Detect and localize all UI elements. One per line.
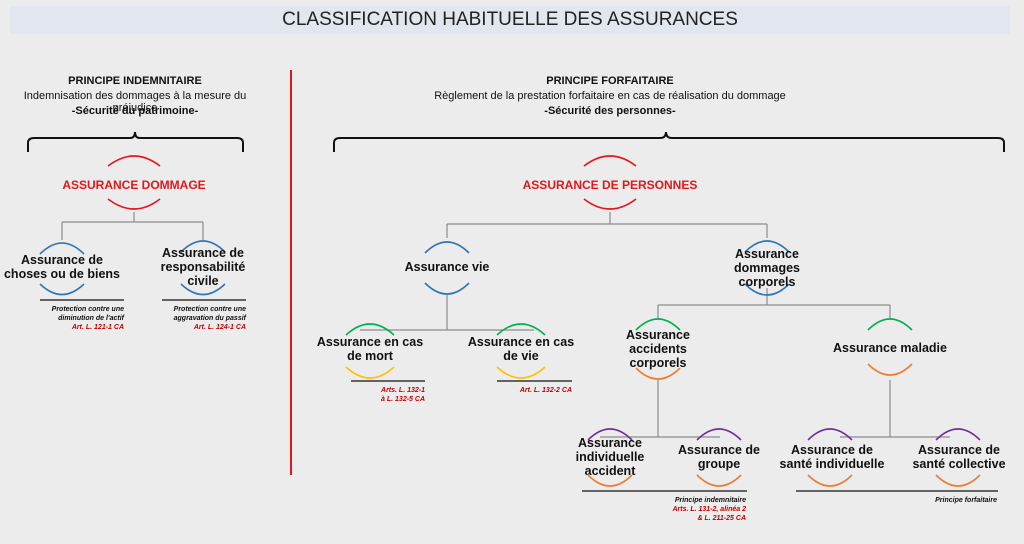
- node-line: responsabilité: [160, 260, 246, 274]
- right-principle-desc: Règlement de la prestation forfaitaire e…: [434, 90, 786, 102]
- arc-maladie-bottom: [867, 363, 913, 376]
- article-ref: Art. L. 132-2 CA: [519, 387, 572, 394]
- node-line: santé collective: [912, 457, 1006, 471]
- arc-accidents-top: [635, 318, 681, 331]
- node-line: corporels: [738, 275, 796, 289]
- node-line: santé individuelle: [779, 457, 885, 471]
- node-line: groupe: [697, 457, 741, 471]
- arc-individuelle-top: [587, 428, 633, 441]
- node-assurance-personnes: ASSURANCE DE PERSONNES: [522, 178, 698, 192]
- node-individuelle-accident: Assurance individuelle accident: [558, 436, 662, 478]
- node-line: Assurance en cas: [316, 335, 424, 349]
- note-line: Principe indemnitaire: [674, 497, 746, 504]
- arc-responsabilite-top: [180, 240, 226, 253]
- node-line: accident: [584, 464, 636, 478]
- arc-sante-ind-top: [807, 428, 853, 441]
- node-cas-de-vie: Assurance en cas de vie: [461, 335, 581, 363]
- left-principle-title: PRINCIPE INDEMNITAIRE: [68, 75, 202, 87]
- node-line: dommages: [734, 261, 800, 275]
- arc-groupe-bottom: [696, 474, 742, 487]
- node-line: accidents: [629, 342, 687, 356]
- node-sante-collective: Assurance de santé collective: [902, 443, 1016, 471]
- note-responsabilite: Protection contre une aggravation du pas…: [142, 305, 246, 332]
- node-line: Assurance de: [162, 246, 244, 260]
- title-bar: [10, 6, 1010, 34]
- arc-casvie-bottom: [496, 366, 546, 379]
- arc-dommage-bottom: [107, 198, 161, 210]
- node-line: Assurance en cas: [467, 335, 575, 349]
- node-assurance-vie: Assurance vie: [404, 260, 490, 274]
- note-maladie: Principe forfaitaire: [880, 496, 997, 505]
- left-principle-sub: -Sécurité du patrimoine-: [71, 105, 199, 117]
- arc-personnes-top: [583, 155, 637, 167]
- article-cas-de-vie: Art. L. 132-2 CA: [492, 386, 572, 395]
- arc-groupe-top: [696, 428, 742, 441]
- node-assurance-responsabilite: Assurance de responsabilité civile: [143, 246, 263, 288]
- node-line: corporels: [629, 356, 687, 370]
- node-dommages-corporels: Assurance dommages corporels: [707, 247, 827, 289]
- node-assurance-dommage: ASSURANCE DOMMAGE: [62, 178, 206, 192]
- page-title: CLASSIFICATION HABITUELLE DES ASSURANCES: [282, 9, 738, 30]
- left-principle-desc: Indemnisation des dommages à la mesure d…: [23, 90, 247, 114]
- note-line: Principe forfaitaire: [935, 497, 997, 504]
- arc-choses-top: [39, 242, 85, 255]
- node-line: civile: [187, 274, 219, 288]
- node-line: choses ou de biens: [3, 267, 120, 281]
- arc-corporels-top: [744, 240, 790, 253]
- note-accidents: Principe indemnitaire Arts. L. 131-2, al…: [620, 496, 746, 523]
- note-rules: [40, 299, 998, 492]
- arc-corporels-bottom: [744, 283, 790, 296]
- article-ref: Arts. L. 132-1: [381, 387, 425, 394]
- node-accidents-corporels: Assurance accidents corporels: [608, 328, 708, 370]
- node-line: Assurance de: [918, 443, 1000, 457]
- node-line: de vie: [503, 349, 539, 363]
- arc-mort-top: [345, 323, 395, 336]
- node-line: Assurance de: [21, 253, 103, 267]
- note-line: Protection contre une: [51, 306, 124, 313]
- right-tree-connectors: [360, 212, 950, 438]
- note-line: Protection contre une: [173, 306, 246, 313]
- right-brace: [333, 131, 1005, 152]
- article-ref: Arts. L. 131-2, alinéa 2: [672, 506, 746, 513]
- arc-accidents-bottom: [635, 367, 681, 380]
- arc-mort-bottom: [345, 366, 395, 379]
- node-assurance-groupe: Assurance de groupe: [669, 443, 769, 471]
- node-line: Assurance: [578, 436, 642, 450]
- note-line: aggravation du passif: [173, 315, 246, 322]
- arc-personnes-bottom: [583, 198, 637, 210]
- article-cas-de-mort: Arts. L. 132-1 à L. 132-5 CA: [345, 386, 425, 404]
- node-line: Assurance: [735, 247, 799, 261]
- article-ref: Art. L. 121-1 CA: [71, 324, 124, 331]
- arc-sante-ind-bottom: [807, 474, 853, 487]
- arc-vie-top: [424, 241, 470, 254]
- arc-sante-col-bottom: [935, 474, 981, 487]
- arc-dommage-top: [107, 155, 161, 167]
- node-line: Assurance: [626, 328, 690, 342]
- arc-maladie-top: [867, 318, 913, 331]
- note-line: diminution de l'actif: [58, 315, 124, 322]
- node-line: de mort: [347, 349, 393, 363]
- left-brace: [27, 131, 244, 152]
- arc-casvie-top: [496, 323, 546, 336]
- note-choses: Protection contre une diminution de l'ac…: [20, 305, 124, 332]
- right-principle-sub: -Sécurité des personnes-: [544, 105, 676, 117]
- arc-responsabilite-bottom: [180, 283, 226, 296]
- node-line: Assurance de: [678, 443, 760, 457]
- article-ref: à L. 132-5 CA: [381, 396, 425, 403]
- node-assurance-maladie: Assurance maladie: [833, 341, 947, 355]
- node-sante-individuelle: Assurance de santé individuelle: [770, 443, 894, 471]
- article-ref: Art. L. 124-1 CA: [193, 324, 246, 331]
- arc-sante-col-top: [935, 428, 981, 441]
- arc-vie-bottom: [424, 282, 470, 295]
- node-line: Assurance de: [791, 443, 873, 457]
- article-ref: & L. 211-25 CA: [697, 515, 747, 522]
- right-principle-title: PRINCIPE FORFAITAIRE: [546, 75, 674, 87]
- node-cas-de-mort: Assurance en cas de mort: [310, 335, 430, 363]
- node-line: individuelle: [575, 450, 645, 464]
- node-assurance-choses: Assurance de choses ou de biens: [0, 253, 124, 281]
- arc-individuelle-bottom: [587, 474, 633, 487]
- left-tree-connectors: [61, 212, 204, 240]
- arc-choses-bottom: [39, 283, 85, 296]
